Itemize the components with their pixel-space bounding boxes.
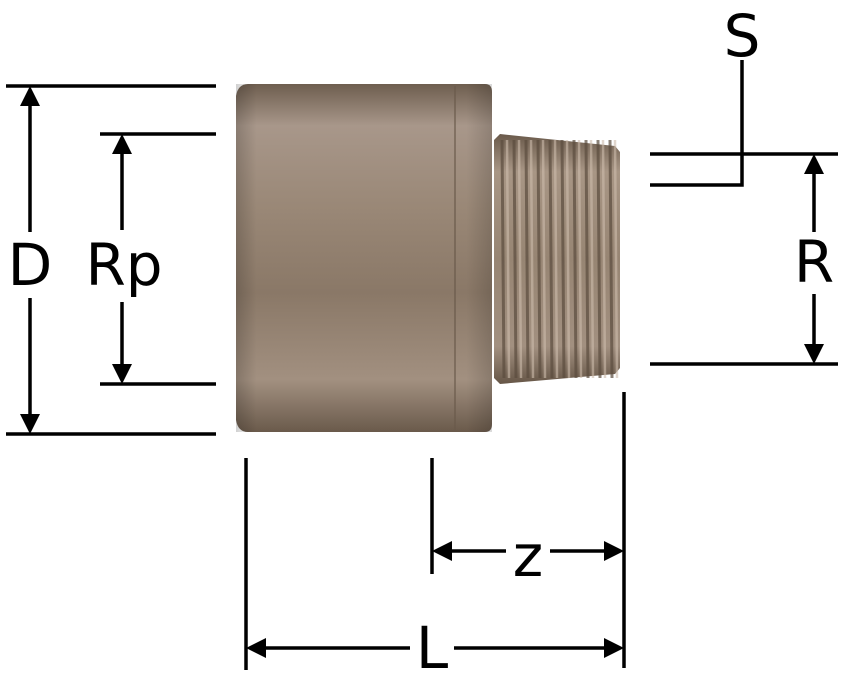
thread-ridge-highlight	[589, 139, 595, 379]
label-S: S	[724, 2, 761, 70]
dimension-D: D	[6, 84, 216, 436]
dimension-R: R	[650, 154, 840, 366]
thread-ridge-highlight	[601, 139, 607, 379]
thread-ridge-shadow	[500, 139, 506, 379]
thread-ridge-highlight	[529, 139, 535, 379]
thread-ridge-shadow	[512, 139, 518, 379]
label-D: D	[8, 231, 53, 299]
dimension-S: S	[650, 2, 838, 187]
male-thread	[494, 134, 620, 384]
thread-ridge-shadow	[560, 139, 566, 379]
dimension-L: L	[244, 458, 624, 682]
thread-ridge-highlight	[613, 139, 619, 379]
thread-ridge-highlight	[577, 139, 583, 379]
label-Rp: Rp	[85, 231, 162, 299]
thread-ridge-highlight	[565, 139, 571, 379]
thread-ridge-shadow	[536, 139, 542, 379]
thread-ridge-shadow	[524, 139, 530, 379]
label-z: z	[513, 522, 543, 590]
thread-ridge-shadow	[584, 139, 590, 379]
thread-ridge-highlight	[517, 139, 523, 379]
label-L: L	[416, 614, 448, 682]
thread-ridge-highlight	[553, 139, 559, 379]
fitting-body	[236, 84, 492, 432]
dimension-Rp: Rp	[85, 132, 216, 386]
thread-ridge-shadow	[572, 139, 578, 379]
thread-ridge-shadow	[608, 139, 614, 379]
thread-ridge-shadow	[548, 139, 554, 379]
label-R: R	[794, 228, 834, 296]
dimension-z: z	[430, 392, 626, 668]
thread-ridge-highlight	[541, 139, 547, 379]
thread-ridge-shadow	[596, 139, 602, 379]
thread-ridge-highlight	[505, 139, 511, 379]
